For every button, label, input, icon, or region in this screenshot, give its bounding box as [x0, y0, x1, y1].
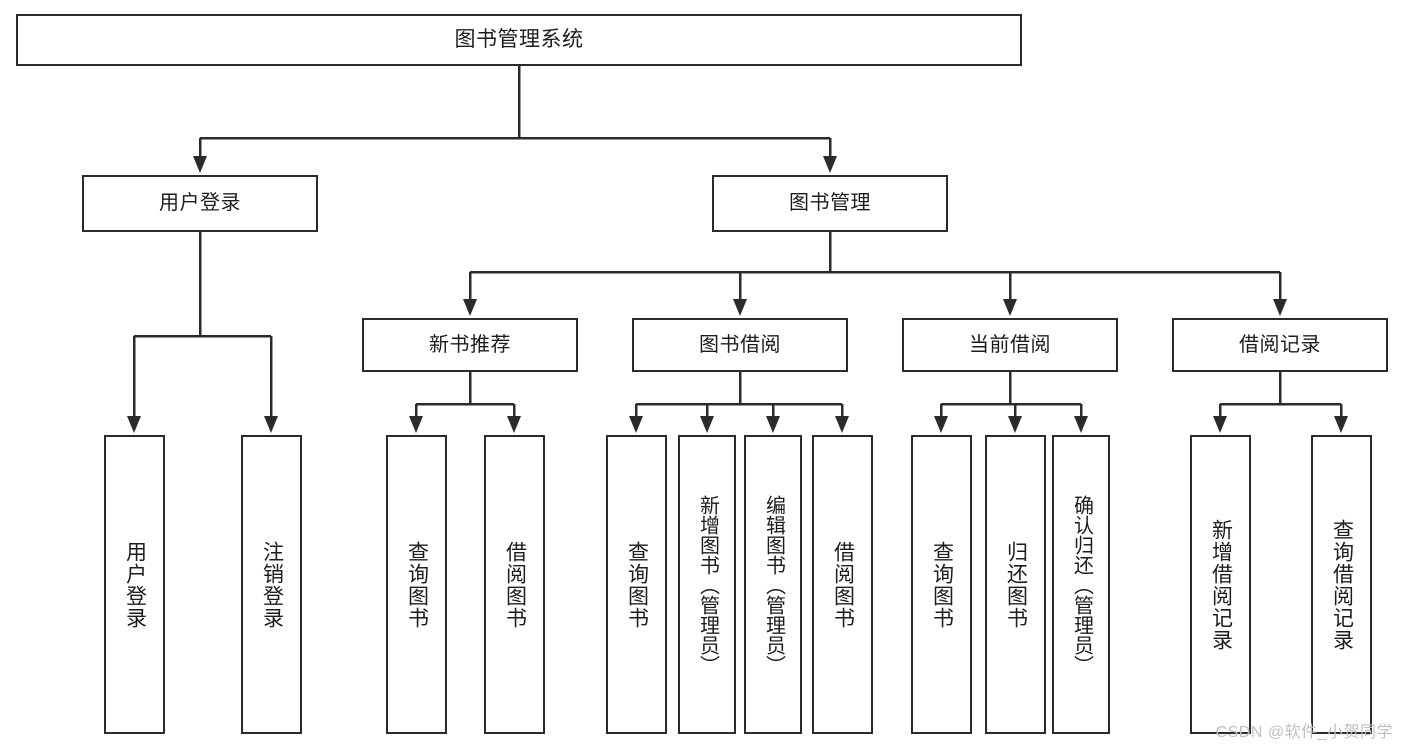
node-label-user-login: 用户登录	[159, 192, 241, 215]
arrowhead-new-book-recommend-to-leaves-0	[409, 416, 423, 433]
node-new-book-recommend[interactable]: 新书推荐	[362, 318, 578, 372]
node-leaf-confirm-return-admin[interactable]: 确认归还（管理员）	[1052, 435, 1110, 734]
node-leaf-add-borrow-record[interactable]: 新增借阅记录	[1190, 435, 1251, 734]
arrowhead-book-borrow-to-leaves-3	[835, 416, 849, 433]
arrowhead-book-manage-to-level2-1	[733, 299, 747, 316]
node-leaf-borrow-book-rec[interactable]: 借阅图书	[484, 435, 545, 734]
arrowhead-new-book-recommend-to-leaves-1	[507, 416, 521, 433]
node-leaf-logout[interactable]: 注销登录	[241, 435, 302, 734]
node-label-leaf-query-book-rec: 查询图书	[405, 540, 429, 629]
node-label-current-borrow: 当前借阅	[969, 333, 1051, 356]
arrowhead-borrow-record-to-leaves-0	[1213, 416, 1227, 433]
node-book-manage[interactable]: 图书管理	[712, 175, 948, 232]
arrowhead-book-borrow-to-leaves-2	[766, 416, 780, 433]
arrowhead-current-borrow-to-leaves-1	[1008, 416, 1022, 433]
arrowhead-book-manage-to-level2-2	[1003, 299, 1017, 316]
node-label-leaf-query-borrow-record: 查询借阅记录	[1330, 518, 1354, 651]
node-current-borrow[interactable]: 当前借阅	[902, 318, 1118, 372]
node-leaf-borrow-book[interactable]: 借阅图书	[812, 435, 873, 734]
node-leaf-query-borrow-record[interactable]: 查询借阅记录	[1311, 435, 1372, 734]
node-label-leaf-add-borrow-record: 新增借阅记录	[1209, 518, 1233, 651]
arrowhead-borrow-record-to-leaves-1	[1334, 416, 1348, 433]
arrowhead-root-to-level1-0	[193, 156, 207, 173]
node-label-root: 图书管理系统	[454, 28, 584, 52]
node-label-leaf-query-book-current: 查询图书	[930, 540, 954, 629]
node-book-borrow[interactable]: 图书借阅	[632, 318, 848, 372]
node-leaf-return-book[interactable]: 归还图书	[985, 435, 1046, 734]
arrowhead-user-login-to-leaves-0	[127, 416, 141, 433]
node-label-leaf-edit-book-admin: 编辑图书（管理员）	[762, 494, 785, 675]
node-label-leaf-user-login: 用户登录	[123, 540, 147, 629]
arrowhead-book-manage-to-level2-0	[463, 299, 477, 316]
node-leaf-query-book-borrow[interactable]: 查询图书	[606, 435, 667, 734]
node-leaf-query-book-rec[interactable]: 查询图书	[386, 435, 447, 734]
node-leaf-user-login[interactable]: 用户登录	[104, 435, 165, 734]
arrowhead-current-borrow-to-leaves-0	[934, 416, 948, 433]
arrowhead-book-borrow-to-leaves-1	[700, 416, 714, 433]
node-label-new-book-recommend: 新书推荐	[429, 333, 511, 356]
arrowhead-book-borrow-to-leaves-0	[629, 416, 643, 433]
node-label-book-borrow: 图书借阅	[699, 333, 781, 356]
arrowhead-book-manage-to-level2-3	[1273, 299, 1287, 316]
node-label-borrow-record: 借阅记录	[1239, 333, 1321, 356]
node-label-leaf-borrow-book-rec: 借阅图书	[503, 540, 527, 629]
node-label-leaf-query-book-borrow: 查询图书	[625, 540, 649, 629]
node-user-login[interactable]: 用户登录	[82, 175, 318, 232]
node-label-leaf-confirm-return-admin: 确认归还（管理员）	[1070, 494, 1093, 675]
node-label-leaf-add-book-admin: 新增图书（管理员）	[696, 494, 719, 675]
node-root[interactable]: 图书管理系统	[16, 14, 1022, 66]
node-label-leaf-return-book: 归还图书	[1004, 540, 1028, 629]
arrowhead-user-login-to-leaves-1	[264, 416, 278, 433]
arrowhead-root-to-level1-1	[823, 156, 837, 173]
watermark-text: CSDN @软件_小贺同学	[1215, 724, 1393, 741]
node-label-leaf-logout: 注销登录	[260, 540, 284, 629]
node-borrow-record[interactable]: 借阅记录	[1172, 318, 1388, 372]
node-leaf-edit-book-admin[interactable]: 编辑图书（管理员）	[744, 435, 802, 734]
node-label-book-manage: 图书管理	[789, 192, 871, 215]
arrowhead-current-borrow-to-leaves-2	[1074, 416, 1088, 433]
node-leaf-query-book-current[interactable]: 查询图书	[911, 435, 972, 734]
node-leaf-add-book-admin[interactable]: 新增图书（管理员）	[678, 435, 736, 734]
node-label-leaf-borrow-book: 借阅图书	[831, 540, 855, 629]
